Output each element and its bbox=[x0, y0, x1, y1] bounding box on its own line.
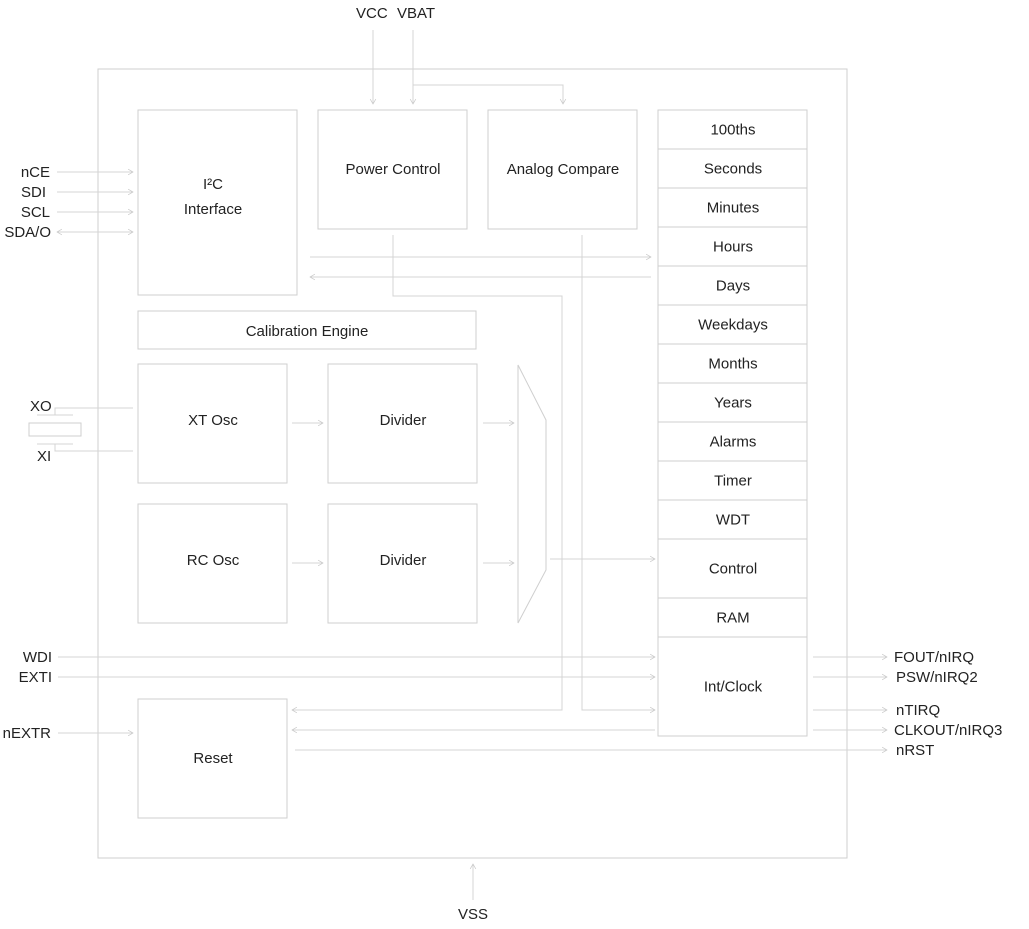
pin-nrst-label: nRST bbox=[896, 742, 934, 759]
register-label: Days bbox=[716, 278, 750, 295]
register-months: Months bbox=[657, 343, 808, 384]
analog-to-intclock-line bbox=[581, 235, 656, 714]
reset-label: Reset bbox=[193, 750, 233, 767]
register-weekdays: Weekdays bbox=[657, 304, 808, 345]
pin-vbat-label: VBAT bbox=[397, 5, 435, 22]
calibration-label: Calibration Engine bbox=[246, 323, 369, 340]
power-control-block: Power Control bbox=[317, 109, 468, 230]
register-wdt: WDT bbox=[657, 499, 808, 540]
register-ram: RAM bbox=[657, 597, 808, 638]
register-label: RAM bbox=[716, 610, 749, 627]
xt-osc-block: XT Osc bbox=[137, 363, 288, 484]
calibration-engine-block: Calibration Engine bbox=[137, 310, 477, 350]
mux bbox=[517, 364, 547, 624]
register-control: Control bbox=[657, 538, 808, 599]
register-label: WDT bbox=[716, 512, 750, 529]
rc-osc-label: RC Osc bbox=[187, 552, 240, 569]
register-years: Years bbox=[657, 382, 808, 423]
pin-exti-label: EXTI bbox=[19, 669, 52, 686]
register-label: Hours bbox=[713, 239, 753, 256]
register-label: 100ths bbox=[710, 122, 755, 139]
i2c-label: I²C bbox=[203, 176, 223, 193]
register-days: Days bbox=[657, 265, 808, 306]
register-100ths: 100ths bbox=[657, 109, 808, 150]
pin-nextr-label: nEXTR bbox=[3, 725, 52, 742]
divider-label: Divider bbox=[380, 552, 427, 569]
register-label: Years bbox=[714, 395, 752, 412]
analog-compare-block: Analog Compare bbox=[487, 109, 638, 230]
xt-osc-label: XT Osc bbox=[188, 412, 238, 429]
register-label: Timer bbox=[714, 473, 752, 490]
pin-sdi-label: SDI bbox=[21, 184, 46, 201]
pin-clkout-label: CLKOUT/nIRQ3 bbox=[894, 722, 1002, 739]
register-int-clock: Int/Clock bbox=[657, 636, 808, 737]
register-label: Minutes bbox=[707, 200, 760, 217]
interface-label: Interface bbox=[184, 201, 242, 218]
pin-psw-label: PSW/nIRQ2 bbox=[896, 669, 978, 686]
register-label: Control bbox=[709, 561, 757, 578]
register-label: Weekdays bbox=[698, 317, 768, 334]
register-stack: 100thsSecondsMinutesHoursDaysWeekdaysMon… bbox=[657, 109, 808, 737]
register-label: Int/Clock bbox=[704, 679, 763, 696]
analog-compare-label: Analog Compare bbox=[507, 161, 620, 178]
register-label: Alarms bbox=[710, 434, 757, 451]
register-label: Seconds bbox=[704, 161, 762, 178]
divider-label: Divider bbox=[380, 412, 427, 429]
rc-osc-block: RC Osc bbox=[137, 503, 288, 624]
i2c-interface-block: I²C Interface bbox=[137, 109, 298, 296]
pin-wdi-label: WDI bbox=[23, 649, 52, 666]
pin-nce-label: nCE bbox=[21, 164, 50, 181]
pin-scl-label: SCL bbox=[21, 204, 50, 221]
pin-vss-label: VSS bbox=[458, 906, 488, 923]
pin-sda-label: SDA/O bbox=[4, 224, 51, 241]
pin-ntirq-label: nTIRQ bbox=[896, 702, 940, 719]
pin-xo-label: XO bbox=[30, 398, 52, 415]
pin-fout-label: FOUT/nIRQ bbox=[894, 649, 974, 666]
reset-block: Reset bbox=[137, 698, 288, 819]
pin-vcc-label: VCC bbox=[356, 5, 388, 22]
register-alarms: Alarms bbox=[657, 421, 808, 462]
divider-block-2: Divider bbox=[327, 503, 478, 624]
divider-block-1: Divider bbox=[327, 363, 478, 484]
pin-xi-label: XI bbox=[37, 448, 51, 465]
register-label: Months bbox=[708, 356, 757, 373]
register-hours: Hours bbox=[657, 226, 808, 267]
power-to-reset-line bbox=[291, 235, 563, 714]
register-timer: Timer bbox=[657, 460, 808, 501]
power-control-label: Power Control bbox=[345, 161, 440, 178]
register-seconds: Seconds bbox=[657, 148, 808, 189]
register-minutes: Minutes bbox=[657, 187, 808, 228]
vbat-to-analog-line bbox=[413, 84, 567, 105]
crystal-icon bbox=[28, 407, 133, 452]
